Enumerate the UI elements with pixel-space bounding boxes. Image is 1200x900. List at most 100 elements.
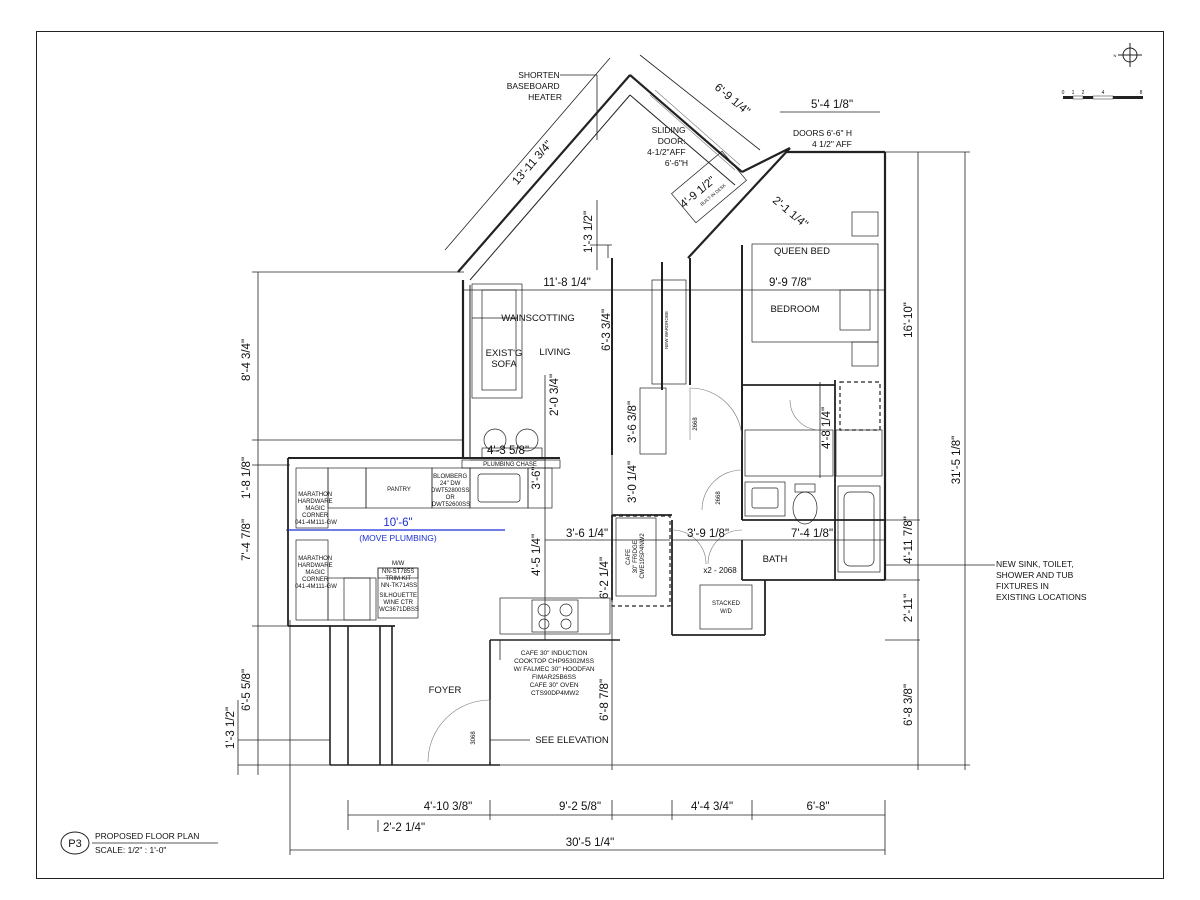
note-marathon-bot-1: MARATHON bbox=[298, 556, 332, 562]
bedroom-storage bbox=[744, 429, 834, 477]
note-mw-4: NN-TK714SS bbox=[381, 583, 417, 589]
note-fixtures-2: SHOWER AND TUB bbox=[996, 570, 1074, 580]
note-fridge-3: CWE19SP4NW2 bbox=[640, 533, 646, 579]
door-tag-x2: x2 - 2068 bbox=[703, 566, 737, 575]
room-bath: BATH bbox=[763, 554, 788, 565]
wall-notch bbox=[741, 147, 791, 173]
note-cooktop-3: W/ FALMEC 30" HOODFAN bbox=[514, 666, 595, 673]
dim-6-3: 6'-3 3/4" bbox=[601, 309, 613, 351]
notes: SHORTEN BASEBOARD HEATER SLIDING DOOR: 4… bbox=[295, 70, 1087, 745]
dim-3-6-14: 3'-6 1/4" bbox=[566, 528, 608, 540]
dim-3-6-q: 3'-6" bbox=[531, 467, 543, 490]
dim-1-3-top: 1'-3 1/2" bbox=[583, 211, 595, 253]
svg-text:DOORS 6'-6" H 4 1/2" AFF: DOORS 6'-6" H 4 1/2" AFF bbox=[793, 128, 854, 149]
note-doors-2: 4 1/2" AFF bbox=[812, 139, 852, 149]
wall-angled-left bbox=[457, 74, 631, 273]
dim-31-5: 31'-5 1/8" bbox=[951, 436, 963, 484]
stacked-wd-label-2: W/D bbox=[720, 609, 732, 615]
dim-6-2: 6'-2 1/4" bbox=[599, 557, 611, 599]
room-labels: LIVING BEDROOM QUEEN BED BATH FOYER EXIS… bbox=[387, 246, 830, 746]
svg-text:CAFE 30" FRIDGE: CAFE 30" FRIDGE CWE19SP4NW2 bbox=[626, 533, 646, 579]
note-plumbing-chase: PLUMBING CHASE bbox=[483, 462, 537, 468]
note-doors-1: DOORS 6'-6" H bbox=[793, 128, 852, 138]
chair-b bbox=[515, 428, 539, 452]
door-swing-2668-b bbox=[701, 469, 743, 511]
note-blomberg-1: BLOMBERG bbox=[433, 474, 467, 480]
see-elevation-label: SEE ELEVATION bbox=[535, 735, 609, 746]
scale-tick-1: 1 bbox=[1072, 90, 1075, 96]
note-cooktop-4: FIMAR25B6SS bbox=[532, 674, 577, 681]
note-blomberg-5: DWT52600SS bbox=[432, 502, 470, 508]
wardrobe-a bbox=[639, 387, 667, 455]
svg-text:M/W NN-ST785S TRIM: M/W NN-ST785S TRIM KIT NN-TK714SS bbox=[381, 561, 417, 589]
dim-3-0: 3'-0 1/4" bbox=[627, 461, 639, 503]
door-swings bbox=[427, 387, 821, 763]
bathtub bbox=[837, 485, 881, 573]
dim-2-1: 2'-1 1/4" bbox=[770, 195, 810, 231]
dim-4-4: 4'-4 3/4" bbox=[691, 801, 733, 813]
note-marathon-top-1: MARATHON bbox=[298, 492, 332, 498]
wall-angled-top bbox=[629, 74, 743, 173]
dim-2-2: 2'-2 1/4" bbox=[383, 822, 425, 834]
dim-6-9: 6'-9 1/4" bbox=[712, 82, 752, 118]
dim-4-8: 4'-8 1/4" bbox=[821, 407, 833, 449]
note-mw-1: M/W bbox=[392, 561, 405, 567]
microwave bbox=[377, 567, 419, 579]
svg-text:MARATHON HARDWARE: MARATHON HARDWARE MAGIC CORNER 041-4M111… bbox=[295, 556, 337, 590]
note-silhouette-3: WC3671DBSS bbox=[379, 607, 419, 613]
door-tag-3068: 3068 bbox=[471, 731, 477, 745]
dim-6-5: 6'-5 5/8" bbox=[241, 669, 253, 711]
dim-11-8: 11'-8 1/4" bbox=[543, 277, 591, 289]
note-cooktop-6: CTS90DP4MW2 bbox=[531, 690, 579, 697]
bath-sink bbox=[744, 481, 786, 517]
room-foyer: FOYER bbox=[429, 685, 462, 696]
dim-4-5: 4'-5 1/4" bbox=[531, 534, 543, 576]
note-fridge-1: CAFE bbox=[626, 549, 632, 565]
note-marathon-top-4: CORNER bbox=[302, 513, 329, 519]
svg-text:SLIDING DOOR: 4-1/: SLIDING DOOR: 4-1/2"AFF 6'-6"H bbox=[647, 125, 688, 168]
note-sliding-1: SLIDING bbox=[652, 125, 686, 135]
door-swing-2668-a bbox=[689, 387, 743, 441]
note-cooktop-2: COOKTOP CHP95302MSS bbox=[514, 658, 595, 665]
scale-tick-2: 2 bbox=[1082, 90, 1085, 96]
north-arrow: N bbox=[1114, 43, 1142, 67]
walls bbox=[287, 74, 887, 766]
sofa-outline bbox=[471, 283, 523, 399]
dim-2-0: 2'-0 3/4" bbox=[549, 374, 561, 416]
scale-tick-4: 4 bbox=[1102, 90, 1105, 96]
dim-10-6: 10'-6" bbox=[383, 517, 412, 529]
chair-a bbox=[483, 428, 507, 452]
queen-bed bbox=[751, 243, 879, 343]
note-sliding-3: 4-1/2"AFF bbox=[647, 147, 685, 157]
dim-9-9: 9'-9 7/8" bbox=[769, 277, 811, 289]
note-marathon-bot-2: HARDWARE bbox=[298, 563, 333, 569]
dimension-labels: 13'-11 3/4" 6'-9 1/4" 5'-4 1/8" 4'-9 1/2… bbox=[225, 82, 963, 849]
note-marathon-top-3: MAGIC bbox=[305, 506, 325, 512]
corner-cabinet-top bbox=[295, 467, 329, 529]
note-fridge-2: 30" FRIDGE bbox=[633, 540, 639, 573]
scale-tick-8: 8 bbox=[1140, 90, 1143, 96]
range-counter bbox=[499, 597, 611, 635]
note-silhouette-1: SILHOUETTE bbox=[379, 593, 417, 599]
note-shorten-3: HEATER bbox=[528, 92, 562, 102]
note-mw-3: TRIM KIT bbox=[385, 576, 411, 582]
dim-6-8: 6'-8" bbox=[807, 801, 830, 813]
kitchen-sink bbox=[477, 473, 521, 503]
dimension-lines bbox=[237, 54, 995, 855]
svg-text:CAFE 30" INDUCTION COOKT: CAFE 30" INDUCTION COOKTOP CHP95302MSS W… bbox=[514, 650, 597, 697]
north-label: N bbox=[1114, 53, 1117, 58]
note-mw-2: NN-ST785S bbox=[382, 569, 414, 575]
dim-6-8-38: 6'-8 3/8" bbox=[903, 684, 915, 726]
note-marathon-bot-4: CORNER bbox=[302, 577, 329, 583]
sofa-label-1: EXIST'G bbox=[486, 348, 523, 359]
dim-1-8: 1'-8 1/8" bbox=[241, 457, 253, 499]
wall-angled-left-inner bbox=[469, 94, 631, 281]
svg-text:SILHOUETTE WINE CTR: SILHOUETTE WINE CTR WC3671DBSS bbox=[379, 593, 419, 613]
fridge bbox=[615, 517, 657, 597]
pillow bbox=[839, 289, 871, 331]
note-blomberg-3: DWT52800SS bbox=[431, 488, 469, 494]
dim-6-8-78: 6'-8 7/8" bbox=[599, 679, 611, 721]
dim-4-10: 4'-10 3/8" bbox=[424, 801, 472, 813]
stacked-wd-label-1: STACKED bbox=[712, 601, 741, 607]
move-plumbing-note: (MOVE PLUMBING) bbox=[359, 533, 437, 543]
